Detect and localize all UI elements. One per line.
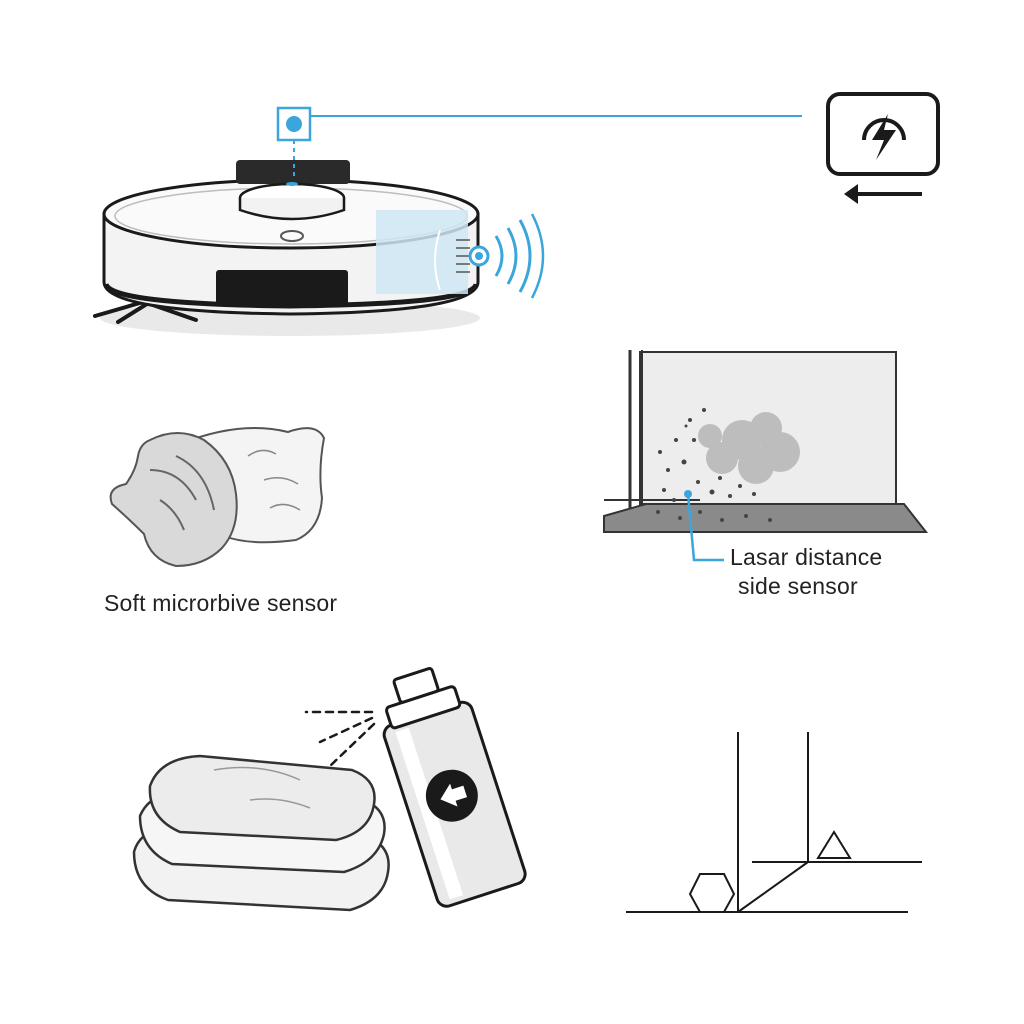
laser-sensor-caption-line1: Lasar distance [730,544,883,570]
microfiber-cloth-icon [109,427,326,568]
charging-dock-icon [826,92,940,204]
corner-geometry-icon [626,732,922,913]
lidar-sensor-icon [276,106,802,180]
robot-vacuum-icon [93,160,545,336]
spray-can-icon [304,667,527,908]
laser-sensor-caption-line2: side sensor [738,573,858,599]
folded-towels-icon [132,754,390,912]
dusty-wall-corner-icon [603,350,929,562]
soft-cloth-caption: Soft microrbive sensor [104,590,338,616]
